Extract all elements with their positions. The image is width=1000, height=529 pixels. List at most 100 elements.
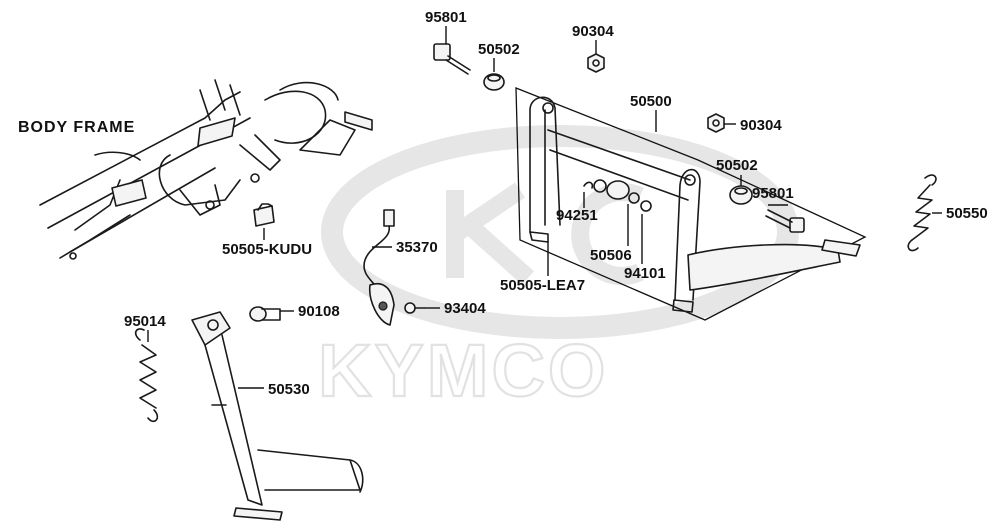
label-95014: 95014	[124, 313, 166, 330]
side-stand-foot	[233, 507, 283, 521]
body-frame-label: BODY FRAME	[18, 119, 135, 136]
clip-94251	[583, 181, 594, 189]
label-90304-upper: 90304	[572, 23, 614, 40]
label-50505-lea7: 50505-LEA7	[500, 277, 585, 294]
nut-body	[587, 53, 605, 73]
spring-hook-bottom	[907, 239, 919, 252]
frame-hole-3	[69, 252, 77, 260]
nut-90304-right	[707, 113, 725, 133]
collar-hole	[487, 74, 501, 82]
body-frame-drawing	[39, 79, 373, 260]
label-95801-upper: 95801	[425, 9, 467, 26]
screw-93404	[404, 302, 425, 314]
stopper-body	[253, 205, 275, 227]
watermark-text: KYMCO	[318, 329, 608, 412]
collar-50502-right	[729, 185, 753, 205]
main-stand-right-leg	[674, 168, 701, 301]
main-stand-pedal-arm	[687, 243, 841, 291]
spring-50550	[907, 174, 937, 252]
label-50530: 50530	[268, 381, 310, 398]
label-50550: 50550	[946, 205, 988, 222]
frame-tube-right-2	[279, 81, 339, 101]
main-stand-pivot-left	[542, 102, 554, 114]
side-stand-pivot-hole	[207, 319, 219, 331]
label-90304-right: 90304	[740, 117, 782, 134]
frame-tube-center	[158, 154, 241, 206]
bolt-head	[789, 217, 805, 233]
washer-94101	[628, 192, 640, 204]
stopper-50505-kudu	[253, 203, 275, 227]
label-50505-kudu: 50505-KUDU	[222, 241, 312, 258]
bolt-head	[433, 43, 451, 61]
main-stand-outline-box	[515, 87, 867, 321]
frame-mount-plate	[179, 184, 221, 216]
frame-bracket-left	[111, 179, 147, 207]
switch-wire	[363, 225, 390, 291]
main-stand-pedal	[821, 239, 861, 257]
main-stand-left-leg	[529, 96, 561, 233]
label-95801-right: 95801	[752, 185, 794, 202]
label-50502-upper: 50502	[478, 41, 520, 58]
label-90108: 90108	[298, 303, 340, 320]
watermark-k	[446, 182, 535, 285]
bushing-50506	[606, 180, 630, 200]
spring-hook-top	[134, 328, 145, 341]
washer-small	[593, 179, 607, 193]
label-35370: 35370	[396, 239, 438, 256]
side-stand-50530	[191, 311, 364, 521]
side-stand-leg	[204, 334, 263, 506]
frame-curve	[94, 151, 141, 161]
frame-bracket-top	[197, 117, 236, 147]
bolt-head	[249, 306, 267, 322]
side-stand-kick-arm	[257, 449, 361, 491]
switch-connector	[383, 209, 395, 227]
main-stand-left-foot	[529, 231, 549, 243]
spring-coil	[911, 184, 933, 241]
frame-hole-1	[205, 200, 215, 210]
bolt-95801-upper	[433, 43, 471, 75]
side-stand-pivot-block	[191, 311, 231, 346]
spring-hook-bottom	[147, 409, 159, 423]
main-stand-crossbar	[547, 129, 691, 201]
frame-hole-2	[250, 173, 260, 183]
nut-hole	[712, 119, 720, 127]
nut-body	[707, 113, 725, 133]
label-50500: 50500	[630, 93, 672, 110]
part-labels: 95801 50502 90304 50500 90304 50502 9580…	[124, 9, 988, 398]
nut-90304-upper	[587, 53, 605, 73]
screw-head	[404, 302, 416, 314]
label-50502-right: 50502	[716, 157, 758, 174]
spring-coil	[139, 344, 157, 409]
collar-50502-upper	[483, 73, 505, 91]
stopper-top	[257, 203, 273, 211]
collar-body	[483, 73, 505, 91]
washer-end	[640, 200, 652, 212]
frame-tube-right	[264, 90, 327, 144]
bolt-95801-right	[765, 209, 805, 233]
frame-hatch	[199, 79, 241, 121]
pivot-hardware-group	[583, 179, 652, 212]
collar-hole	[734, 187, 748, 195]
bolt-shank	[765, 209, 793, 229]
bolt-90108	[249, 306, 281, 322]
spring-95014	[134, 328, 159, 423]
label-94251: 94251	[556, 207, 598, 224]
frame-side-plate	[299, 119, 356, 156]
nut-hole	[592, 59, 600, 67]
main-stand-right-foot	[672, 299, 694, 313]
frame-pivot-pin	[344, 111, 373, 131]
label-94101: 94101	[624, 265, 666, 282]
leader-lines	[147, 26, 942, 389]
bolt-shank	[261, 308, 281, 321]
label-93404: 93404	[444, 300, 486, 317]
spring-hook-top	[924, 174, 937, 186]
main-stand-pivot-right	[684, 174, 696, 186]
bolt-shank	[445, 55, 471, 75]
frame-gusset	[239, 134, 281, 171]
label-50506: 50506	[590, 247, 632, 264]
switch-pivot	[378, 301, 388, 311]
watermark-ring	[321, 125, 799, 339]
frame-rail	[39, 91, 251, 253]
